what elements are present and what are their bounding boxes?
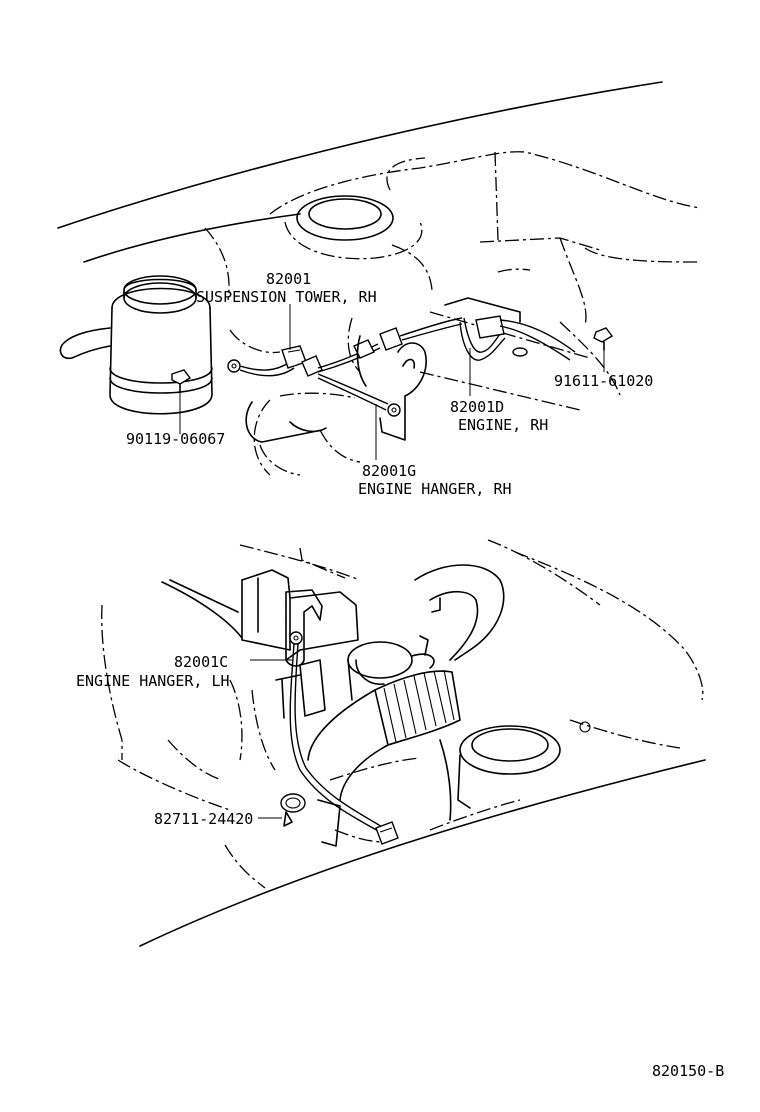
part-labels: 82001 SUSPENSION TOWER, RH 90119-06067 8… [76, 270, 724, 1080]
label-82001d: 82001D [450, 398, 504, 416]
coolant-reservoir [59, 275, 213, 415]
label-90119-06067: 90119-06067 [126, 430, 225, 448]
label-82001: 82001 [266, 270, 311, 288]
clamp-82711-icon [280, 793, 306, 827]
bolt-91611-icon [593, 327, 614, 351]
label-91611-61020: 91611-61020 [554, 372, 653, 390]
top-leader-lines [179, 304, 605, 460]
bolt-90119-icon [171, 369, 192, 393]
label-82001g: 82001G [362, 462, 416, 480]
top-engine-bay-outline [57, 81, 701, 476]
bottom-engine-bay-outline [101, 539, 706, 947]
bottom-leader-lines [250, 659, 292, 819]
top-harness [227, 297, 576, 441]
top-engine-component [245, 392, 356, 443]
bottom-harness [289, 631, 399, 845]
label-engine-hanger-rh: ENGINE HANGER, RH [358, 480, 512, 498]
label-engine-hanger-lh: ENGINE HANGER, LH [76, 672, 230, 690]
label-suspension-tower-rh: SUSPENSION TOWER, RH [196, 288, 377, 306]
label-82711-24420: 82711-24420 [154, 810, 253, 828]
label-engine-rh: ENGINE, RH [458, 416, 548, 434]
label-82001c: 82001C [174, 653, 228, 671]
diagram-code: 820150-B [652, 1062, 724, 1080]
